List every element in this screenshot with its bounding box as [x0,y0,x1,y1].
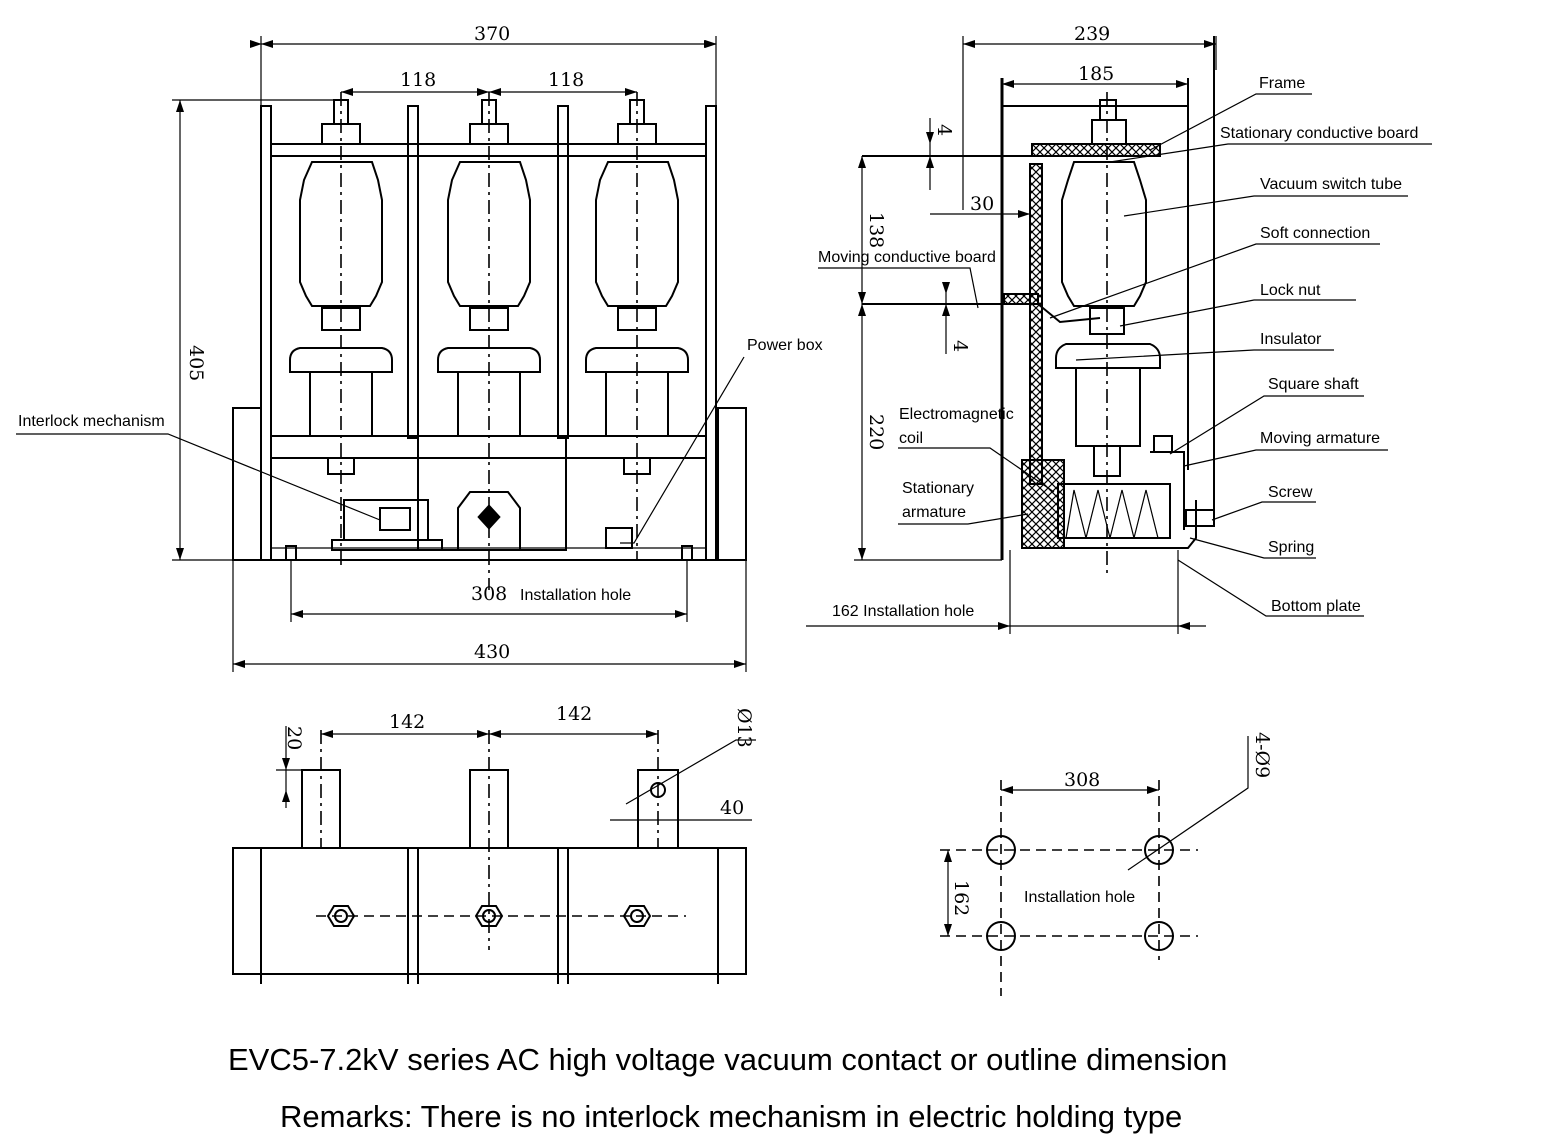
label-stationary-armature-line1: Stationary [902,480,974,497]
dim-118-right: 118 [548,69,584,91]
dim-118-left: 118 [400,69,436,91]
dim-162-holes: 162 [950,880,972,916]
label-insulator: Insulator [1260,331,1322,348]
dim-30: 30 [970,193,994,215]
label-power-box: Power box [747,337,823,354]
dim-308-holes: 308 [1064,769,1100,791]
label-frame: Frame [1259,75,1305,92]
dim-4-mid: 4 [949,340,971,352]
dim-138: 138 [865,212,887,248]
label-installation-hole-plan: Installation hole [1024,889,1135,906]
label-screw: Screw [1268,484,1313,501]
label-spring: Spring [1268,539,1314,556]
dim-185: 185 [1078,63,1114,85]
caption-remarks: Remarks: There is no interlock mechanism… [280,1099,1182,1134]
label-installation-hole-front: Installation hole [520,587,631,604]
label-moving-conductive-board: Moving conductive board [818,249,996,266]
dim-hole-diameter: Ø13 [733,708,755,748]
side-view [806,36,1432,634]
label-square-shaft: Square shaft [1268,376,1359,393]
label-lock-nut: Lock nut [1260,282,1321,299]
label-vacuum-switch-tube: Vacuum switch tube [1260,176,1402,193]
dim-239: 239 [1074,23,1110,45]
dim-220: 220 [865,414,887,450]
dim-hole-spec: 4-Ø9 [1251,732,1273,778]
label-stationary-conductive-board: Stationary conductive board [1220,125,1418,142]
dim-162-installation-hole: 162 Installation hole [832,603,974,620]
dim-142-right: 142 [556,703,592,725]
dim-40: 40 [720,797,744,819]
caption-title: EVC5-7.2kV series AC high voltage vacuum… [228,1042,1227,1077]
dim-308-front: 308 [471,583,507,605]
dim-405: 405 [185,345,207,381]
side-arrowheads [858,40,1216,630]
label-moving-armature: Moving armature [1260,430,1380,447]
label-bottom-plate: Bottom plate [1271,598,1361,615]
dim-370: 370 [474,23,510,45]
dim-430: 430 [474,641,510,663]
label-electromagnetic-coil-line2: coil [899,430,923,447]
label-soft-connection: Soft connection [1260,225,1370,242]
hole-arrowheads [944,786,1159,936]
dim-4-top: 4 [933,124,955,136]
top-arrowheads [282,730,658,802]
hole-view [940,736,1249,996]
label-stationary-armature-line2: armature [902,504,966,521]
label-electromagnetic-coil-line1: Electromagnetic [899,406,1014,423]
dim-20: 20 [283,726,305,750]
dim-142-left: 142 [389,711,425,733]
front-view [16,36,747,672]
top-view [232,726,756,984]
label-interlock-mechanism: Interlock mechanism [18,413,165,430]
front-arrowheads [176,40,746,668]
